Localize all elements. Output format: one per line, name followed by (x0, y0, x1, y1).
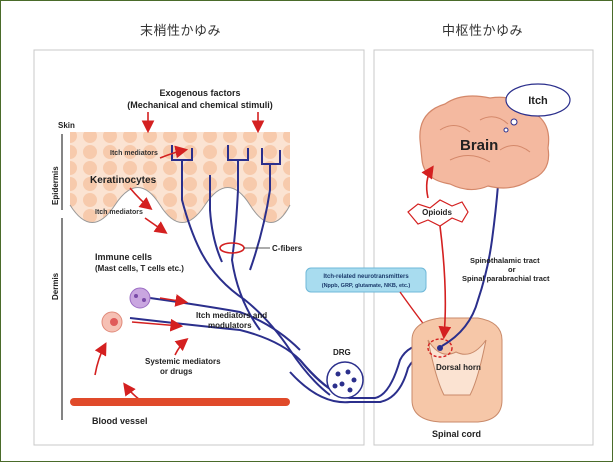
itch-mediators-mid: Itch mediators (95, 209, 143, 216)
tract-label-2: or (508, 265, 516, 274)
mast-cell (130, 288, 150, 308)
immune-cells-label: Immune cells (95, 252, 152, 262)
immune-cells-sub: (Mast cells, T cells etc.) (95, 264, 184, 273)
tract-label-3: Spinal parabrachial tract (462, 274, 550, 283)
itch-bubble-dot (504, 128, 508, 132)
epidermis-label: Epidermis (51, 166, 60, 205)
itch-bubble-dot (511, 119, 517, 125)
drg-ganglion (327, 362, 363, 398)
skin-label: Skin (58, 121, 75, 130)
dorsal-horn-label: Dorsal horn (436, 363, 481, 372)
dermis-label: Dermis (51, 272, 60, 300)
exogenous-title: Exogenous factors (159, 88, 240, 98)
neurotransmitter-label-1: Itch-related neurotransmitters (323, 274, 409, 280)
t-cell-nucleus (110, 318, 118, 326)
blood-vessel (70, 398, 290, 406)
tract-label-1: Spinothalamic tract (470, 256, 540, 265)
mast-cell-granule (142, 298, 146, 302)
opioids-label: Opioids (422, 208, 452, 217)
spinal-cord-label: Spinal cord (432, 429, 481, 439)
itch-mediators-top: Itch mediators (110, 150, 158, 157)
neurotransmitter-label-2: (Nppb, GRP, glutamate, NKB, etc.) (322, 283, 411, 289)
itch-label: Itch (528, 95, 548, 107)
drg-label: DRG (333, 348, 351, 357)
itch-mediators-mod-2: modulators (208, 321, 252, 330)
itch-mediators-mod-1: Itch mediators and (196, 311, 267, 320)
mast-cell-granule (134, 294, 138, 298)
exogenous-subtitle: (Mechanical and chemical stimuli) (127, 100, 273, 110)
brain-label: Brain (460, 137, 498, 154)
blood-vessel-label: Blood vessel (92, 416, 148, 426)
systemic-label-2: or drugs (160, 367, 193, 376)
c-fibers-label: C-fibers (272, 244, 303, 253)
keratinocytes-label: Keratinocytes (90, 175, 157, 186)
systemic-label-1: Systemic mediators (145, 357, 221, 366)
